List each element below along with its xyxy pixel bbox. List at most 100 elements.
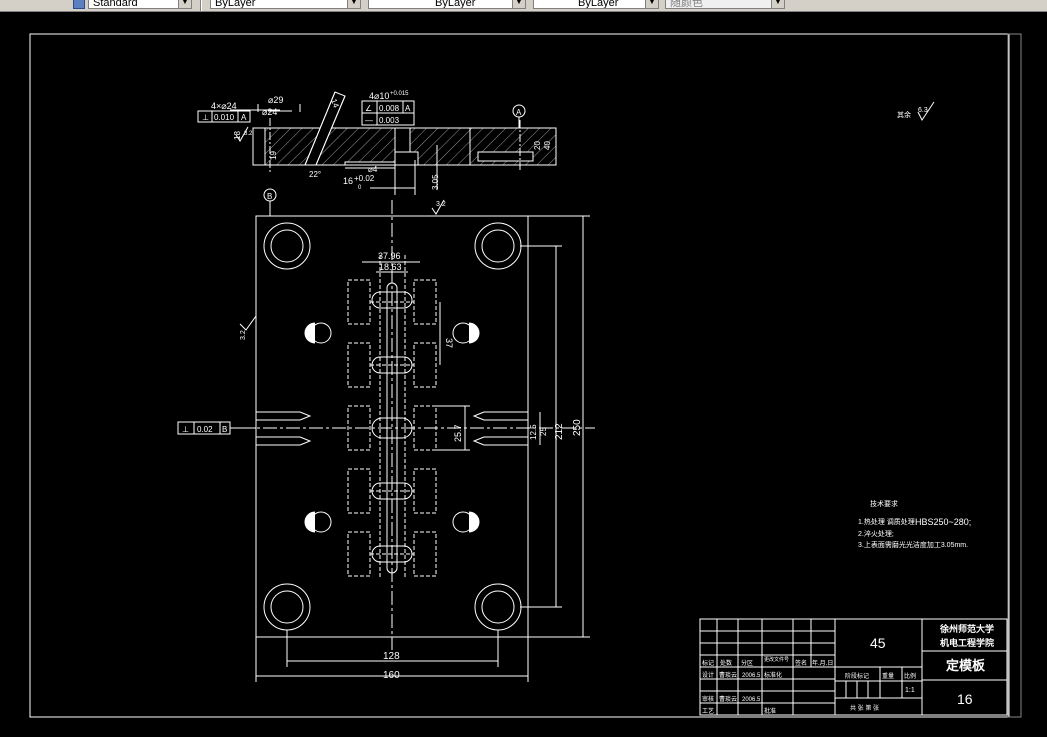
- section-hatch-mid: [409, 127, 471, 166]
- dim-3796: 37.96: [378, 251, 401, 261]
- pin-hole-fill: [304, 511, 316, 533]
- h-chushu: 处数: [720, 659, 732, 667]
- roughness-symbol: [431, 199, 445, 215]
- dim-125: 12.5: [529, 424, 538, 440]
- fcf-b-value: 0.02: [197, 425, 213, 434]
- chevron-down-icon[interactable]: ▼: [512, 0, 525, 8]
- dim-128: 128: [383, 651, 400, 662]
- drill-point: [299, 411, 312, 421]
- text-style-select[interactable]: Standard▼: [88, 0, 192, 9]
- dim-4x24: 4×⌀24: [211, 101, 237, 111]
- fcf2-datum: A: [405, 104, 411, 113]
- dim-16: 16: [343, 176, 353, 186]
- text-style-icon[interactable]: [73, 0, 85, 9]
- chevron-down-icon[interactable]: ▼: [178, 0, 191, 8]
- h-qianming: 签名: [795, 659, 807, 667]
- fcf-b-datum: B: [222, 425, 227, 434]
- dim-37: 37: [444, 338, 454, 348]
- drill-point: [472, 411, 485, 421]
- dim-257: 25.7: [453, 424, 463, 442]
- rough-overall: 6.3: [918, 107, 928, 114]
- notes-title: 技术要求: [870, 499, 898, 508]
- angled-pin-line: [304, 91, 336, 166]
- cavity: [347, 342, 371, 388]
- drill-point: [299, 436, 312, 446]
- gate: [371, 545, 413, 563]
- rough-section: 3.2: [244, 131, 253, 137]
- drawing-no: 16: [957, 691, 973, 707]
- fcf1-datum: A: [241, 113, 247, 122]
- drill-point: [472, 436, 485, 446]
- dim-4d10: 4⌀10: [369, 91, 389, 101]
- layer-color-select[interactable]: ByLayer ▼: [210, 0, 361, 9]
- h-bili: 比例: [904, 672, 916, 680]
- dim-hole: ⌀4: [368, 165, 378, 174]
- side-holes-right: [472, 411, 528, 446]
- gate: [371, 356, 413, 374]
- h-gengai: 更改文件号: [764, 656, 789, 663]
- h-zhongliang: 重量: [882, 672, 894, 680]
- r-pizhun: 批准: [764, 707, 776, 715]
- material: 45: [870, 635, 886, 651]
- chevron-down-icon[interactable]: ▼: [771, 0, 784, 8]
- tol-16a: +0.02: [354, 174, 375, 183]
- h-ymd: 年.月.日: [812, 659, 833, 667]
- guide-bore-inner: [481, 590, 515, 624]
- linetype-value: ByLayer: [435, 0, 476, 9]
- school-line1: 徐州师范大学: [939, 623, 994, 634]
- r-sheji: 设计: [702, 671, 714, 679]
- cavity: [413, 342, 437, 388]
- dim-18: 18: [233, 131, 242, 140]
- dim-22deg: 22°: [309, 170, 321, 179]
- rough-overall-label: 其余: [897, 110, 911, 119]
- cavity: [347, 405, 371, 451]
- cavity: [413, 279, 437, 325]
- plot-style-value: 随颜色: [670, 0, 703, 9]
- notes-line3: 3.上表面需磨光光洁度加工3.05mm.: [858, 540, 968, 549]
- dim-40: 40: [543, 141, 552, 150]
- notes-line2: 2.淬火处理;: [858, 529, 894, 538]
- date1: 2006.5: [742, 673, 761, 679]
- fcf2-value: 0.008: [379, 104, 400, 113]
- dim-1863: 18.63: [379, 262, 402, 272]
- tol-16b: 0: [358, 185, 362, 191]
- section-hatch-left: [264, 127, 396, 166]
- cavity: [347, 468, 371, 514]
- drawing-canvas[interactable]: 4×⌀24 ⌀29 ⌀24 4⌀10 +0.015 ⊥ 0.010 A ∠ 0.…: [0, 12, 1047, 737]
- properties-toolbar: Standard▼ ByLayer ▼ ByLayer ▼ ByLayer ▼ 随颜色…: [0, 0, 1047, 12]
- roughness-symbol-overall: [917, 101, 935, 121]
- dim-20: 20: [533, 141, 542, 150]
- plot-style-select[interactable]: 随颜色 ▼: [665, 0, 785, 9]
- chevron-down-icon[interactable]: ▼: [347, 0, 360, 8]
- sprue-bushing: [371, 417, 413, 439]
- pin-hole-fill: [468, 511, 480, 533]
- main-runner: [386, 282, 398, 574]
- datum-b: B: [267, 192, 272, 201]
- guide-bore-inner: [270, 590, 304, 624]
- guide-bore-inner: [481, 229, 515, 263]
- cavity-dashed-group: [347, 255, 437, 578]
- fcf-b-symbol: ⊥: [182, 425, 189, 434]
- dim-19: 19: [269, 151, 278, 160]
- cavity: [347, 531, 371, 577]
- rough-plate-left: 3.2: [240, 330, 247, 340]
- r-gongyi: 工艺: [702, 707, 714, 715]
- fcf1-value: 0.010: [214, 113, 235, 122]
- dim-250: 250: [572, 419, 583, 436]
- layer-color-value: ByLayer: [215, 0, 256, 9]
- rough-plate-top: 3.2: [436, 201, 446, 208]
- dim-14: 14: [329, 98, 341, 110]
- dim-160: 160: [383, 670, 400, 681]
- linetype-select[interactable]: ByLayer ▼: [368, 0, 526, 9]
- section-view: [197, 91, 557, 195]
- r-biaozhun: 标准化: [764, 671, 782, 679]
- lineweight-value: ByLayer: [578, 0, 619, 9]
- cavity: [413, 468, 437, 514]
- lineweight-select[interactable]: ByLayer ▼: [533, 0, 659, 9]
- r-name2: 曹琰云: [719, 695, 737, 703]
- h-fenqu: 分区: [741, 659, 753, 667]
- chevron-down-icon[interactable]: ▼: [645, 0, 658, 8]
- side-holes-left: [256, 411, 312, 446]
- pin-hole-fill: [304, 322, 316, 344]
- datum-a: A: [516, 108, 522, 117]
